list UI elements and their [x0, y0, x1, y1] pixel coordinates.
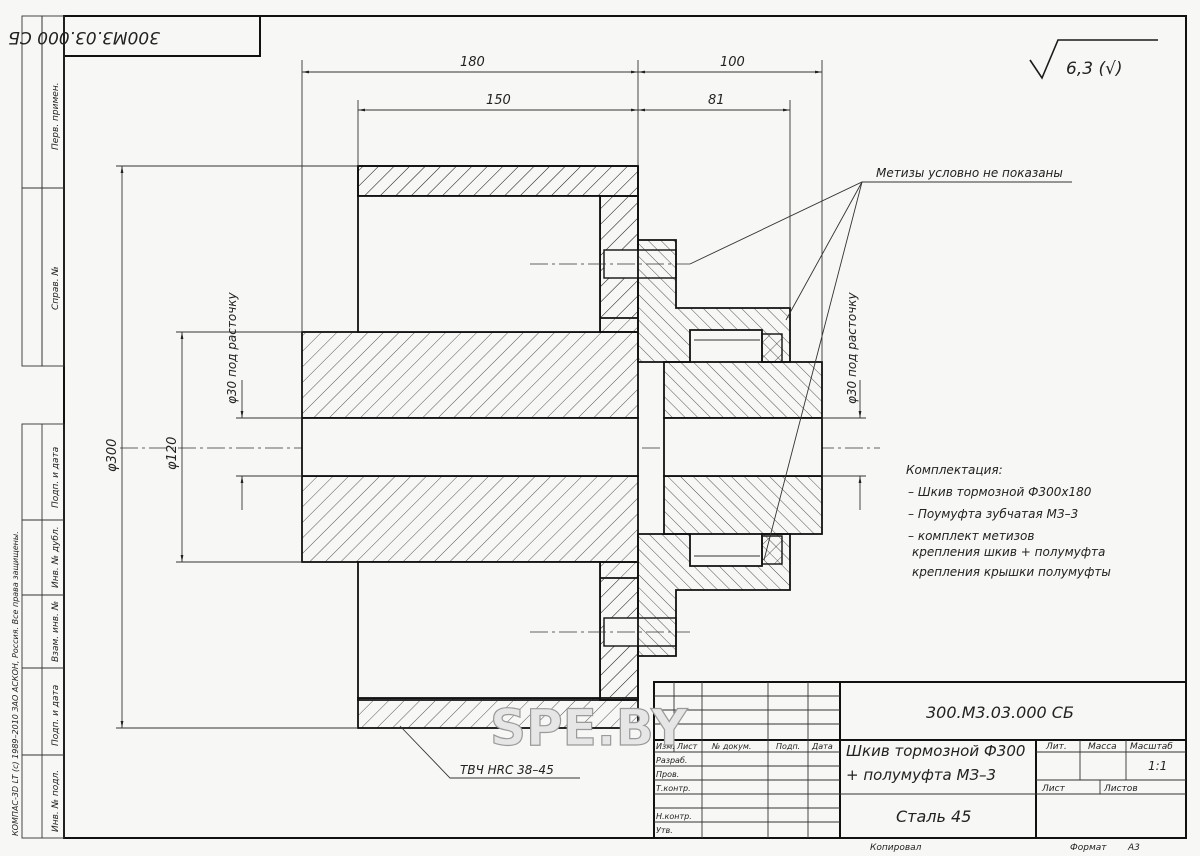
corner-stamp-text: 300М3.03.000 СБ	[8, 27, 160, 47]
leader-hardware-note: Метизы условно не показаны	[876, 166, 1063, 180]
left-strip	[21, 15, 65, 839]
tb-row-utv: Утв.	[656, 826, 673, 835]
kit-item-2: – Поумуфта зубчатая МЗ–3	[908, 507, 1078, 521]
leaders	[399, 181, 1072, 779]
tb-col-docum: № докум.	[711, 742, 751, 751]
dim-phi300: φ300	[105, 439, 120, 472]
tb-col-izm: Изм.	[656, 742, 675, 751]
strip-inv-podl: Инв. № подл.	[51, 770, 61, 832]
title-block-grid	[653, 681, 1187, 839]
strip-copyright: КОМПАС-3D LT (c) 1989–2010 ЗАО АСКОН, Ро…	[11, 531, 20, 836]
tb-name-line2: + полумуфта МЗ–3	[846, 766, 996, 784]
pulley-section	[301, 165, 690, 729]
strip-podp-data-2: Подп. и дата	[51, 685, 61, 746]
kit-item-4: крепления шкив + полумуфта	[912, 545, 1105, 559]
kit-item-3: – комплект метизов	[908, 529, 1034, 543]
dim-bore-right: φ30 под расточку	[845, 291, 859, 404]
tb-scale-value: 1:1	[1148, 759, 1167, 773]
leader-hardening-note: ТВЧ HRC 38–45	[460, 763, 554, 777]
tb-col-podp: Подп.	[776, 742, 800, 751]
watermark: SPE.BY	[490, 699, 688, 757]
roughness-value: 6,3 (√)	[1066, 59, 1123, 79]
tb-row-nkontr: Н.контр.	[656, 812, 692, 821]
tb-scale-label: Масштаб	[1130, 742, 1173, 752]
dim-100: 100	[720, 55, 745, 70]
kit-title: Комплектация:	[906, 463, 1003, 477]
tb-copied: Копировал	[870, 843, 922, 853]
dim-81: 81	[708, 93, 725, 108]
tb-format-label: Формат	[1070, 843, 1107, 853]
dim-bore-left: φ30 под расточку	[225, 291, 239, 404]
tb-format-value: А3	[1127, 843, 1140, 853]
tb-row-tkontr: Т.контр.	[656, 784, 691, 793]
roughness-symbol	[1029, 39, 1158, 80]
tb-col-data: Дата	[811, 742, 833, 751]
kit-item-1: – Шкив тормозной Ф300х180	[908, 485, 1092, 499]
tb-lit-label: Лит.	[1045, 742, 1067, 752]
strip-perv-primen: Перв. примен.	[51, 82, 61, 150]
coupling-section	[637, 239, 823, 657]
kit-item-5: крепления крышки полумуфты	[912, 565, 1111, 579]
dim-180: 180	[460, 55, 485, 70]
dimension-lines	[116, 60, 866, 729]
strip-sprav-no: Справ. №	[51, 266, 61, 310]
tb-designation: 300.М3.03.000 СБ	[926, 703, 1074, 722]
strip-podp-data-1: Подп. и дата	[51, 447, 61, 508]
tb-material: Сталь 45	[896, 807, 971, 826]
tb-row-prov: Пров.	[656, 770, 679, 779]
tb-mass-label: Масса	[1088, 742, 1117, 752]
tb-name-line1: Шкив тормозной Ф300	[846, 742, 1025, 760]
tb-sheet-label: Лист	[1041, 784, 1066, 794]
strip-vzam-inv: Взам. инв. №	[51, 601, 61, 662]
strip-inv-dubl: Инв. № дубл.	[51, 526, 61, 588]
tb-col-list: Лист	[676, 742, 698, 751]
tb-sheets-label: Листов	[1103, 784, 1138, 794]
dim-150: 150	[486, 93, 511, 108]
dim-phi120: φ120	[165, 437, 180, 470]
tb-row-razrab: Разраб.	[656, 756, 687, 765]
